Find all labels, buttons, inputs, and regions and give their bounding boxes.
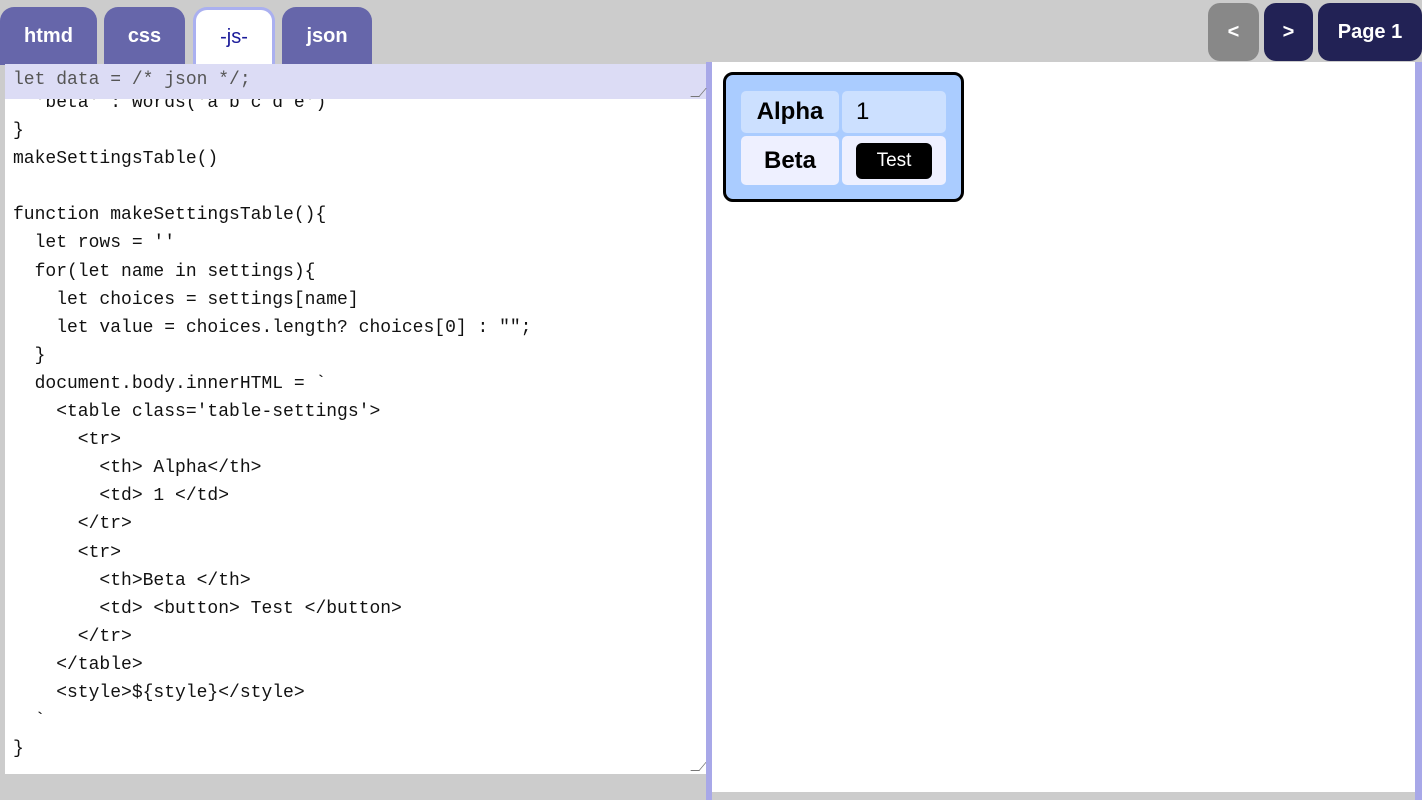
header-code-text: let data = /* json */; xyxy=(13,70,251,90)
code-line: </table> xyxy=(13,654,143,675)
code-line xyxy=(13,173,531,201)
code-line: <th>Beta </th> xyxy=(13,570,251,591)
tab-htmd[interactable]: htmd xyxy=(0,7,97,65)
resize-grip-icon[interactable] xyxy=(690,762,706,771)
tab-js[interactable]: -js- xyxy=(193,7,275,65)
code-line: </tr> xyxy=(13,626,132,647)
resize-grip-icon[interactable] xyxy=(690,88,707,97)
code-line: } xyxy=(13,739,24,760)
code-line: let rows = '' xyxy=(13,233,176,254)
code-line: 'beta' : words('a b c d e') xyxy=(13,99,327,113)
test-button[interactable]: Test xyxy=(856,142,932,179)
code-line: <td> 1 </td> xyxy=(13,486,230,507)
code-line: makeSettingsTable() xyxy=(13,149,219,170)
row-alpha-header: Alpha xyxy=(741,91,839,133)
code-line: </tr> xyxy=(13,514,132,535)
code-textarea[interactable]: 'beta' : words('a b c d e')} makeSettings… xyxy=(5,99,706,774)
code-line: let value = choices.length? choices[0] :… xyxy=(13,317,532,338)
code-line: <table class='table-settings'> xyxy=(13,402,381,423)
code-line: } xyxy=(13,121,24,142)
code-line: } xyxy=(13,345,46,366)
code-line: let choices = settings[name] xyxy=(13,289,359,310)
row-beta-value: Test xyxy=(842,136,946,185)
header-code-input[interactable]: let data = /* json */; xyxy=(5,64,707,99)
code-line: document.body.innerHTML = ` xyxy=(13,373,327,394)
panel-splitter[interactable] xyxy=(706,62,712,800)
next-page-button[interactable]: > xyxy=(1264,3,1313,61)
code-line: <style>${style}</style> xyxy=(13,682,305,703)
settings-table: Alpha 1 Beta Test xyxy=(723,72,964,202)
row-beta-header: Beta xyxy=(741,136,839,185)
code-line: <tr> xyxy=(13,542,122,563)
page-indicator-button[interactable]: Page 1 xyxy=(1318,3,1422,61)
code-line: <td> <button> Test </button> xyxy=(13,598,402,619)
code-lines: 'beta' : words('a b c d e')} makeSettings… xyxy=(13,99,531,763)
code-line: function makeSettingsTable(){ xyxy=(13,205,327,226)
scrollbar[interactable] xyxy=(1415,62,1422,800)
code-line: for(let name in settings){ xyxy=(13,261,316,282)
code-line: <tr> xyxy=(13,430,122,451)
preview-panel: Alpha 1 Beta Test xyxy=(712,62,1415,792)
prev-page-button[interactable]: < xyxy=(1208,3,1259,61)
code-line: <th> Alpha</th> xyxy=(13,458,262,479)
code-editor-panel: let data = /* json */; 'beta' : words('a… xyxy=(5,64,707,774)
row-alpha-value: 1 xyxy=(842,91,946,133)
tab-json[interactable]: json xyxy=(282,7,372,65)
tab-css[interactable]: css xyxy=(104,7,185,65)
code-line: ` xyxy=(13,711,46,732)
